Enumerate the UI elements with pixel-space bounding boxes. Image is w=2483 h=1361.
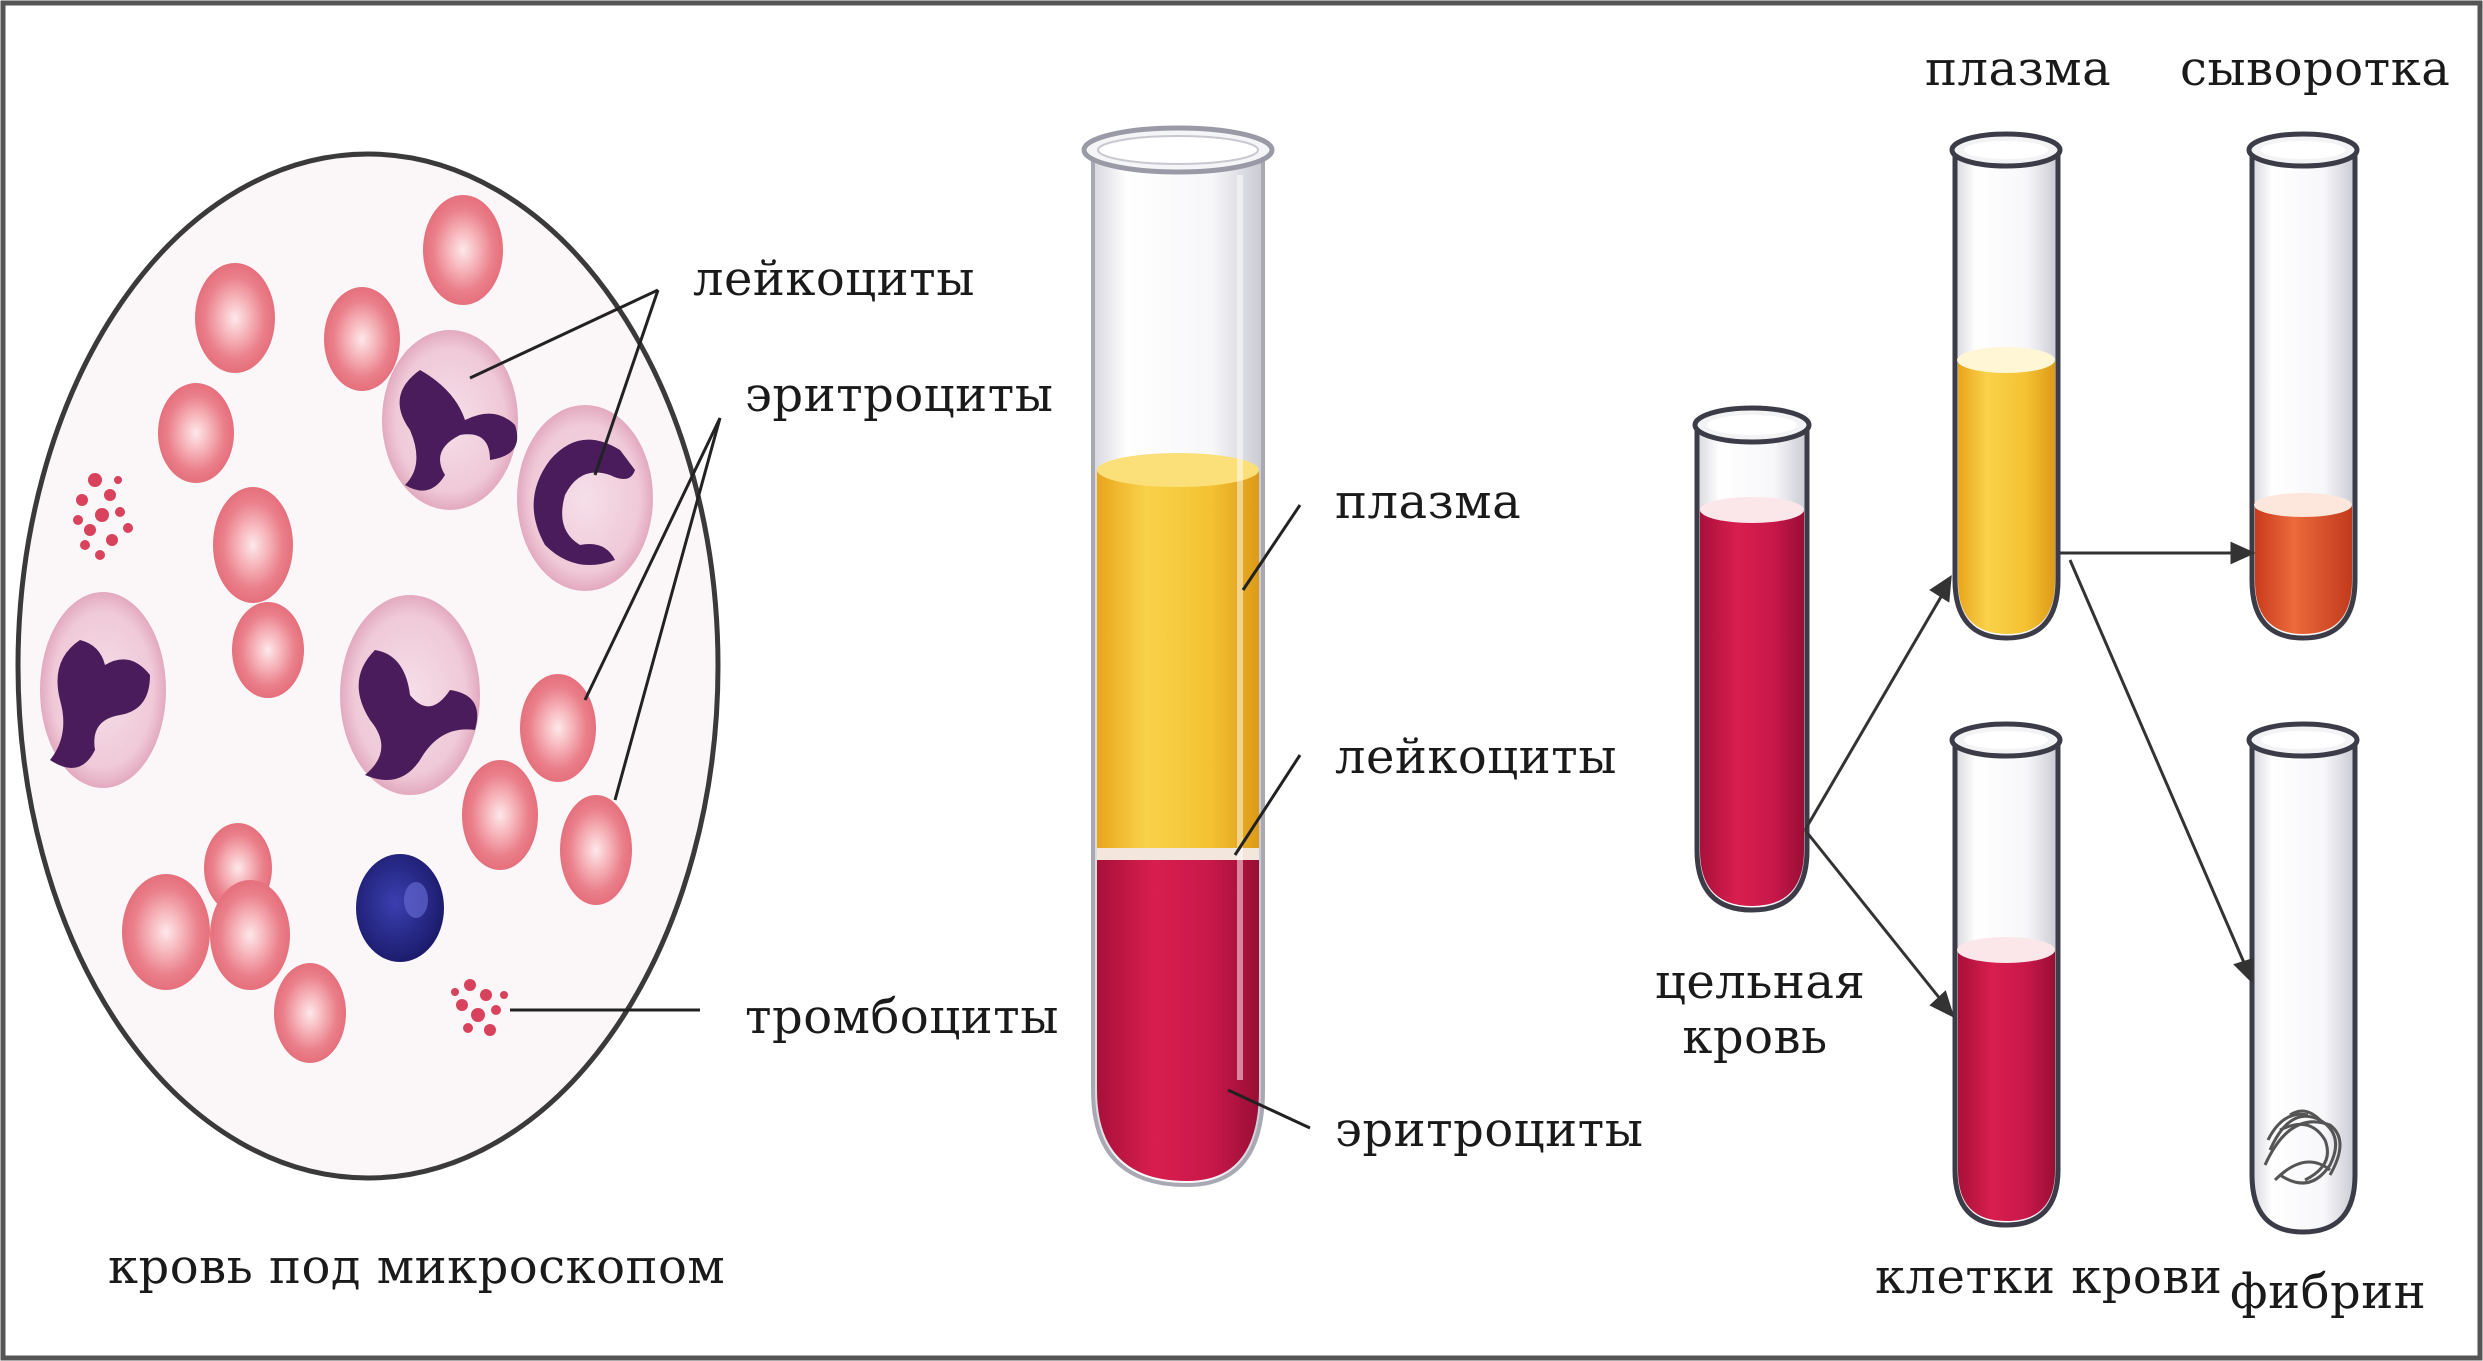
- tube-plasma-layer: [1097, 470, 1259, 850]
- caption-microscope: кровь под микроскопом: [108, 1240, 725, 1295]
- label-leukocytes-microscope: лейкоциты: [693, 252, 975, 307]
- lymphocyte-highlight: [404, 882, 428, 918]
- label-plasma-scheme: плазма: [1925, 42, 2111, 97]
- leukocyte: [340, 595, 480, 795]
- erythrocyte: [158, 383, 234, 483]
- label-whole-blood: цельная кровь: [1655, 955, 1855, 1065]
- tube-erythrocyte-layer: [1097, 860, 1259, 1181]
- erythrocyte: [462, 760, 538, 870]
- label-plasma-tube: плазма: [1335, 475, 1521, 530]
- erythrocyte: [423, 195, 503, 305]
- plasma-tube: [1952, 134, 2060, 638]
- label-whole-blood-line1: цельная: [1655, 955, 1855, 1010]
- erythrocyte: [232, 602, 304, 698]
- erythrocyte: [122, 874, 210, 990]
- tube-plasma-surface: [1097, 453, 1259, 487]
- microscope-field: [18, 154, 720, 1178]
- label-fibrin: фибрин: [2230, 1265, 2426, 1320]
- leukocyte: [40, 592, 166, 788]
- erythrocyte: [324, 287, 400, 391]
- label-erythrocytes-microscope: эритроциты: [745, 368, 1053, 423]
- label-serum: сыворотка: [2180, 42, 2450, 97]
- whole-blood-tube: [1695, 408, 1809, 910]
- erythrocyte: [210, 880, 290, 990]
- erythrocyte: [560, 795, 632, 905]
- label-blood-cells: клетки крови: [1875, 1250, 2222, 1305]
- erythrocyte: [213, 487, 293, 603]
- fibrin-tube: [2249, 724, 2357, 1232]
- leukocyte: [517, 405, 653, 591]
- label-platelets: тромбоциты: [745, 990, 1059, 1045]
- label-whole-blood-line2: кровь: [1655, 1010, 1855, 1065]
- erythrocyte: [274, 963, 346, 1063]
- leukocyte: [382, 330, 518, 510]
- erythrocyte: [520, 674, 596, 782]
- lymphocyte: [356, 854, 444, 962]
- label-leukocytes-tube: лейкоциты: [1335, 730, 1617, 785]
- serum-tube: [2249, 134, 2357, 638]
- label-erythrocytes-tube: эритроциты: [1335, 1103, 1643, 1158]
- erythrocyte: [195, 263, 275, 373]
- blood-cells-tube: [1952, 724, 2060, 1225]
